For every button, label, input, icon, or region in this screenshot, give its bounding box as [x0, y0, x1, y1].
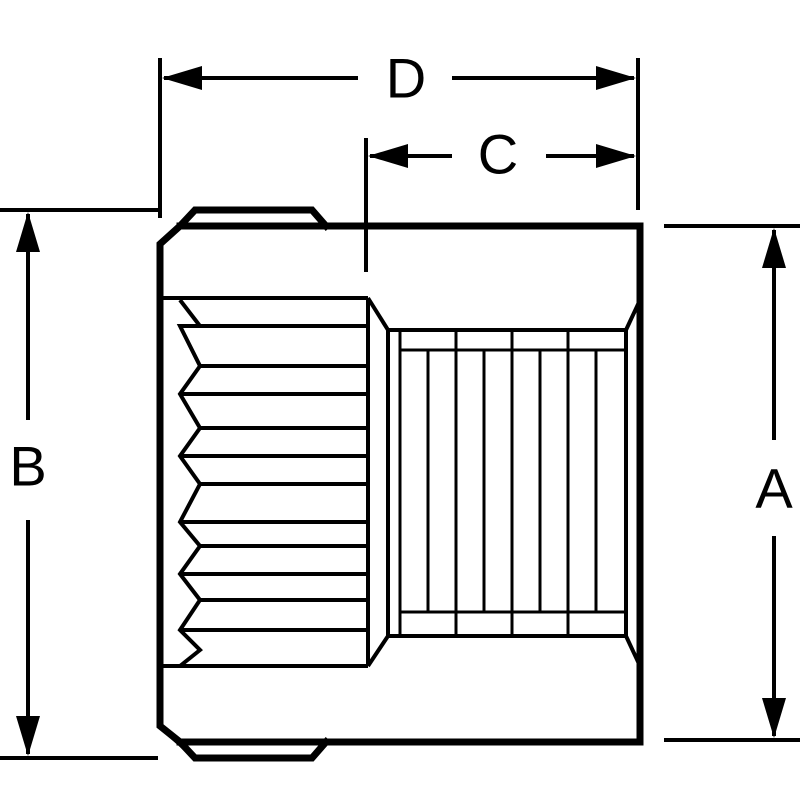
dimension-lines	[15, 66, 786, 756]
body-outline	[176, 222, 644, 746]
dimension-label-b: B	[9, 435, 46, 498]
female-thread-lines	[398, 330, 598, 636]
bore-step	[366, 296, 390, 668]
left-thread-zigzag	[176, 298, 205, 668]
internal-section	[160, 296, 642, 668]
dimension-label-c: C	[478, 123, 518, 186]
hex-head-outline	[156, 206, 331, 762]
bushing-body	[156, 206, 644, 762]
right-chamfer	[624, 299, 642, 667]
dimension-label-d: D	[386, 47, 426, 110]
female-thread-caps	[400, 348, 626, 614]
dimension-label-a: A	[755, 457, 793, 520]
extension-lines	[0, 58, 800, 760]
